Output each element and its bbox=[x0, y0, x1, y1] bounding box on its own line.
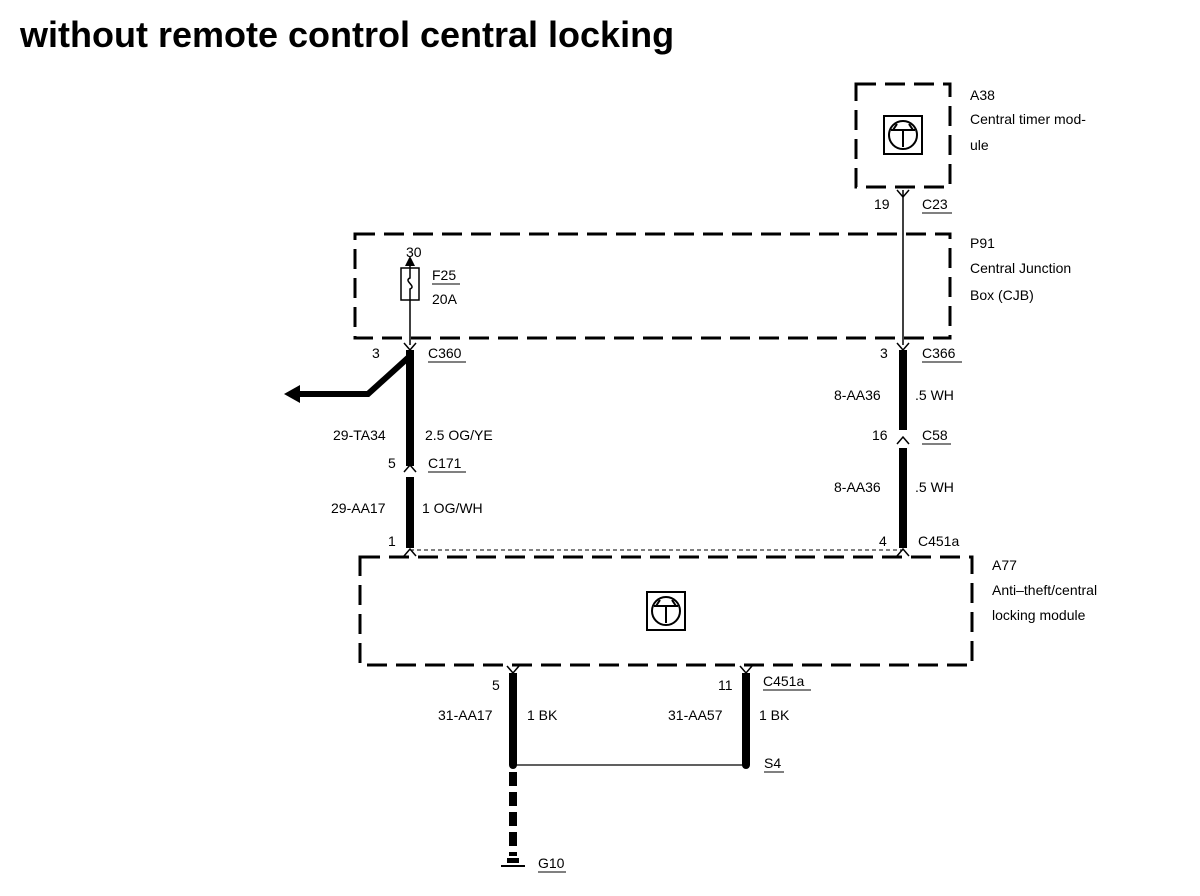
c23-connector-label: C23 bbox=[922, 196, 948, 212]
a77-left-pin-label: 1 bbox=[388, 533, 396, 549]
a77-left-connector-symbol bbox=[403, 547, 417, 557]
wire-8-aa36-upper-code: 8-AA36 bbox=[834, 387, 881, 403]
branch-arrow-icon bbox=[284, 385, 300, 403]
c451a-top-connector-label: C451a bbox=[918, 533, 959, 549]
p91-desc-line1: Central Junction bbox=[970, 260, 1071, 276]
c451a-bottom-right-pin: 11 bbox=[718, 677, 733, 693]
wire-29-aa17-code: 29-AA17 bbox=[331, 500, 386, 516]
c171-pin-label: 5 bbox=[388, 455, 396, 471]
c58-connector-symbol bbox=[896, 435, 910, 445]
c58-connector-label: C58 bbox=[922, 427, 948, 443]
a77-module-box bbox=[358, 555, 974, 667]
c23-pin-label: 19 bbox=[874, 196, 890, 212]
c451a-top-pin-label: 4 bbox=[879, 533, 887, 549]
diagram-title: without remote control central locking bbox=[19, 14, 674, 55]
branch-wire bbox=[300, 353, 413, 397]
splice-left-dot bbox=[509, 761, 517, 769]
wire-8-aa36-lower-spec: .5 WH bbox=[915, 479, 954, 495]
wire-8-aa36-lower-code: 8-AA36 bbox=[834, 479, 881, 495]
c360-pin-label: 3 bbox=[372, 345, 380, 361]
fuse-supply-arrow-icon bbox=[405, 256, 415, 266]
c451a-bottom-connector-label: C451a bbox=[763, 673, 804, 689]
c58-pin-label: 16 bbox=[872, 427, 888, 443]
ground-g10-label: G10 bbox=[538, 855, 565, 871]
wire-29-ta34-spec: 2.5 OG/YE bbox=[425, 427, 493, 443]
p91-id-label: P91 bbox=[970, 235, 995, 251]
wire-29-aa17-spec: 1 OG/WH bbox=[422, 500, 483, 516]
fuse-icon bbox=[400, 267, 420, 301]
a38-module-icon bbox=[883, 115, 923, 155]
a77-desc-line1: Anti–theft/central bbox=[992, 582, 1097, 598]
c451a-bottom-left-pin: 5 bbox=[492, 677, 500, 693]
wire-29-ta34-code: 29-TA34 bbox=[333, 427, 386, 443]
wire-31-aa57-spec: 1 BK bbox=[759, 707, 790, 723]
a77-id-label: A77 bbox=[992, 557, 1017, 573]
c451a-bottom-right-connector-symbol bbox=[739, 665, 753, 675]
a77-desc-line2: locking module bbox=[992, 607, 1086, 623]
c366-pin-label: 3 bbox=[880, 345, 888, 361]
a38-desc-line1: Central timer mod- bbox=[970, 111, 1086, 127]
p91-module-box bbox=[353, 232, 952, 340]
a38-desc-line2: ule bbox=[970, 137, 989, 153]
c451a-bottom-left-connector-symbol bbox=[506, 665, 520, 675]
fuse-rating-label: 20A bbox=[432, 291, 458, 307]
c451a-top-connector-symbol bbox=[896, 547, 910, 557]
a77-module-icon bbox=[646, 591, 686, 631]
ground-icon bbox=[501, 858, 525, 867]
c171-connector-symbol bbox=[403, 463, 417, 473]
a38-id-label: A38 bbox=[970, 87, 995, 103]
wire-31-aa17-spec: 1 BK bbox=[527, 707, 558, 723]
fuse-id-label: F25 bbox=[432, 267, 456, 283]
c171-connector-label: C171 bbox=[428, 455, 462, 471]
splice-s4-dot bbox=[742, 761, 750, 769]
a38-module-box bbox=[854, 82, 952, 189]
wire-31-aa57-code: 31-AA57 bbox=[668, 707, 723, 723]
c360-connector-label: C360 bbox=[428, 345, 462, 361]
fuse-supply-label: 30 bbox=[406, 244, 422, 260]
wire-31-aa17-code: 31-AA17 bbox=[438, 707, 493, 723]
c366-connector-label: C366 bbox=[922, 345, 956, 361]
splice-s4-label: S4 bbox=[764, 755, 781, 771]
wire-8-aa36-upper-spec: .5 WH bbox=[915, 387, 954, 403]
p91-desc-line2: Box (CJB) bbox=[970, 287, 1034, 303]
